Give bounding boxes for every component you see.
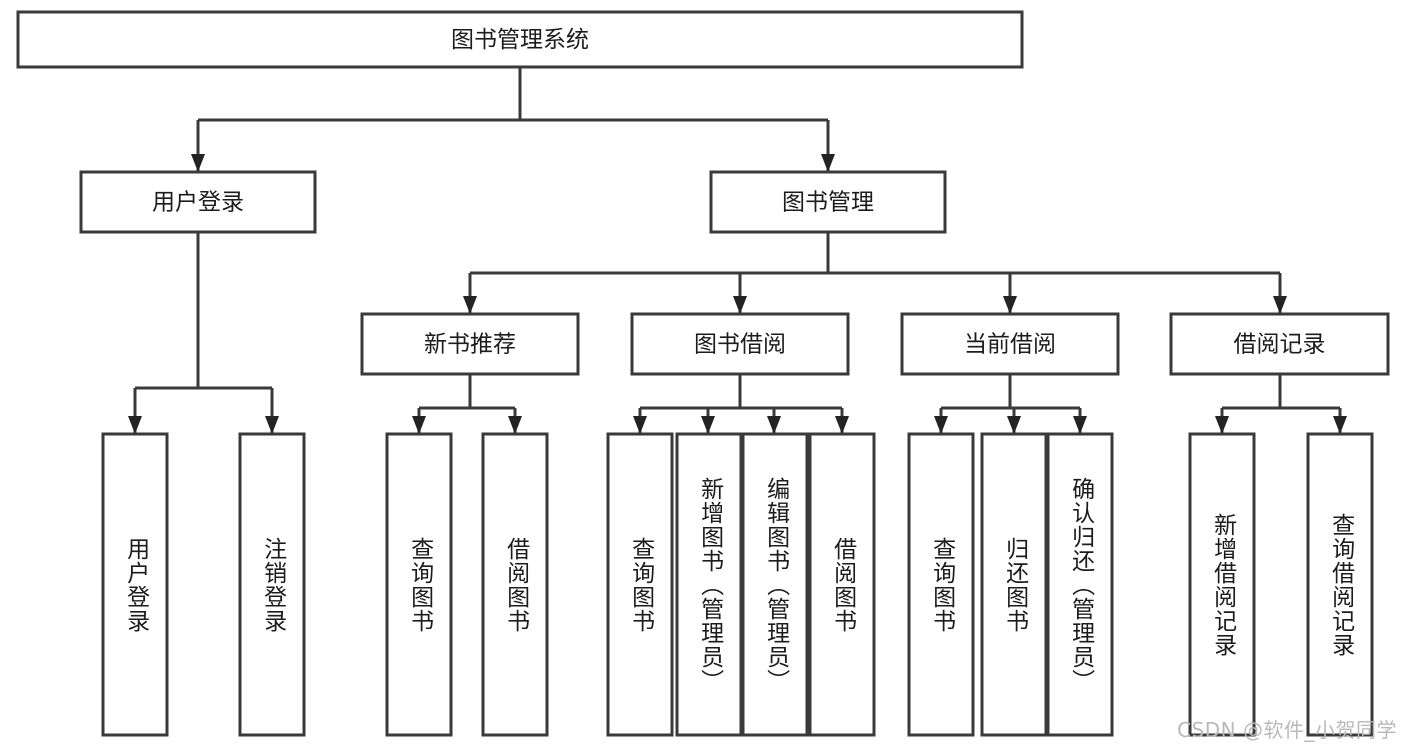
- arrow-head-icon: [767, 416, 781, 434]
- node-leaf-11[interactable]: [1188, 432, 1256, 737]
- node-level3-0[interactable]: [360, 312, 580, 376]
- arrow-head-icon: [412, 416, 426, 434]
- node-leaf-12[interactable]: [1306, 432, 1374, 737]
- arrow-head-icon: [508, 416, 522, 434]
- arrow-head-icon: [1215, 416, 1229, 434]
- watermark-text: CSDN @软件_小贺同学: [1177, 718, 1397, 742]
- node-leaf-1[interactable]: [238, 432, 306, 737]
- node-root-label: 图书管理系统: [451, 27, 589, 53]
- node-level3-label-2: 当前借阅: [964, 332, 1056, 358]
- node-level3-label-1: 图书借阅: [694, 332, 786, 358]
- arrow-head-icon: [128, 416, 142, 434]
- node-root[interactable]: [16, 10, 1024, 69]
- node-level2-label-1: 图书管理: [782, 190, 874, 216]
- node-leaf-2[interactable]: [385, 432, 453, 737]
- node-box-layer: [16, 10, 1390, 737]
- node-level3-1[interactable]: [630, 312, 850, 376]
- connector-layer: [128, 67, 1347, 434]
- node-level3-label-0: 新书推荐: [424, 332, 516, 358]
- arrow-head-icon: [733, 296, 747, 314]
- node-leaf-6[interactable]: [741, 432, 809, 737]
- node-leaf-0[interactable]: [101, 432, 169, 737]
- node-level2-1[interactable]: [709, 170, 947, 234]
- arrow-head-icon: [934, 416, 948, 434]
- node-level2-label-0: 用户登录: [152, 190, 244, 216]
- arrow-head-icon: [265, 416, 279, 434]
- node-leaf-7[interactable]: [808, 432, 876, 737]
- node-leaf-5[interactable]: [675, 432, 743, 737]
- arrow-head-icon: [633, 416, 647, 434]
- arrow-head-icon: [463, 296, 477, 314]
- node-level3-3[interactable]: [1169, 312, 1390, 376]
- arrow-head-icon: [1273, 296, 1287, 314]
- node-level3-2[interactable]: [900, 312, 1120, 376]
- arrow-head-icon: [1003, 296, 1017, 314]
- node-leaf-10[interactable]: [1046, 432, 1114, 737]
- arrow-head-icon: [1073, 416, 1087, 434]
- node-leaf-4[interactable]: [606, 432, 674, 737]
- node-leaf-8[interactable]: [907, 432, 975, 737]
- arrow-head-icon: [821, 154, 835, 172]
- node-leaf-9[interactable]: [980, 432, 1048, 737]
- arrow-head-icon: [191, 154, 205, 172]
- node-level2-0[interactable]: [79, 170, 317, 234]
- arrow-head-icon: [835, 416, 849, 434]
- node-level3-label-3: 借阅记录: [1234, 332, 1326, 358]
- node-leaf-3[interactable]: [481, 432, 549, 737]
- arrow-head-icon: [1333, 416, 1347, 434]
- arrow-head-icon: [1007, 416, 1021, 434]
- arrow-head-icon: [701, 416, 715, 434]
